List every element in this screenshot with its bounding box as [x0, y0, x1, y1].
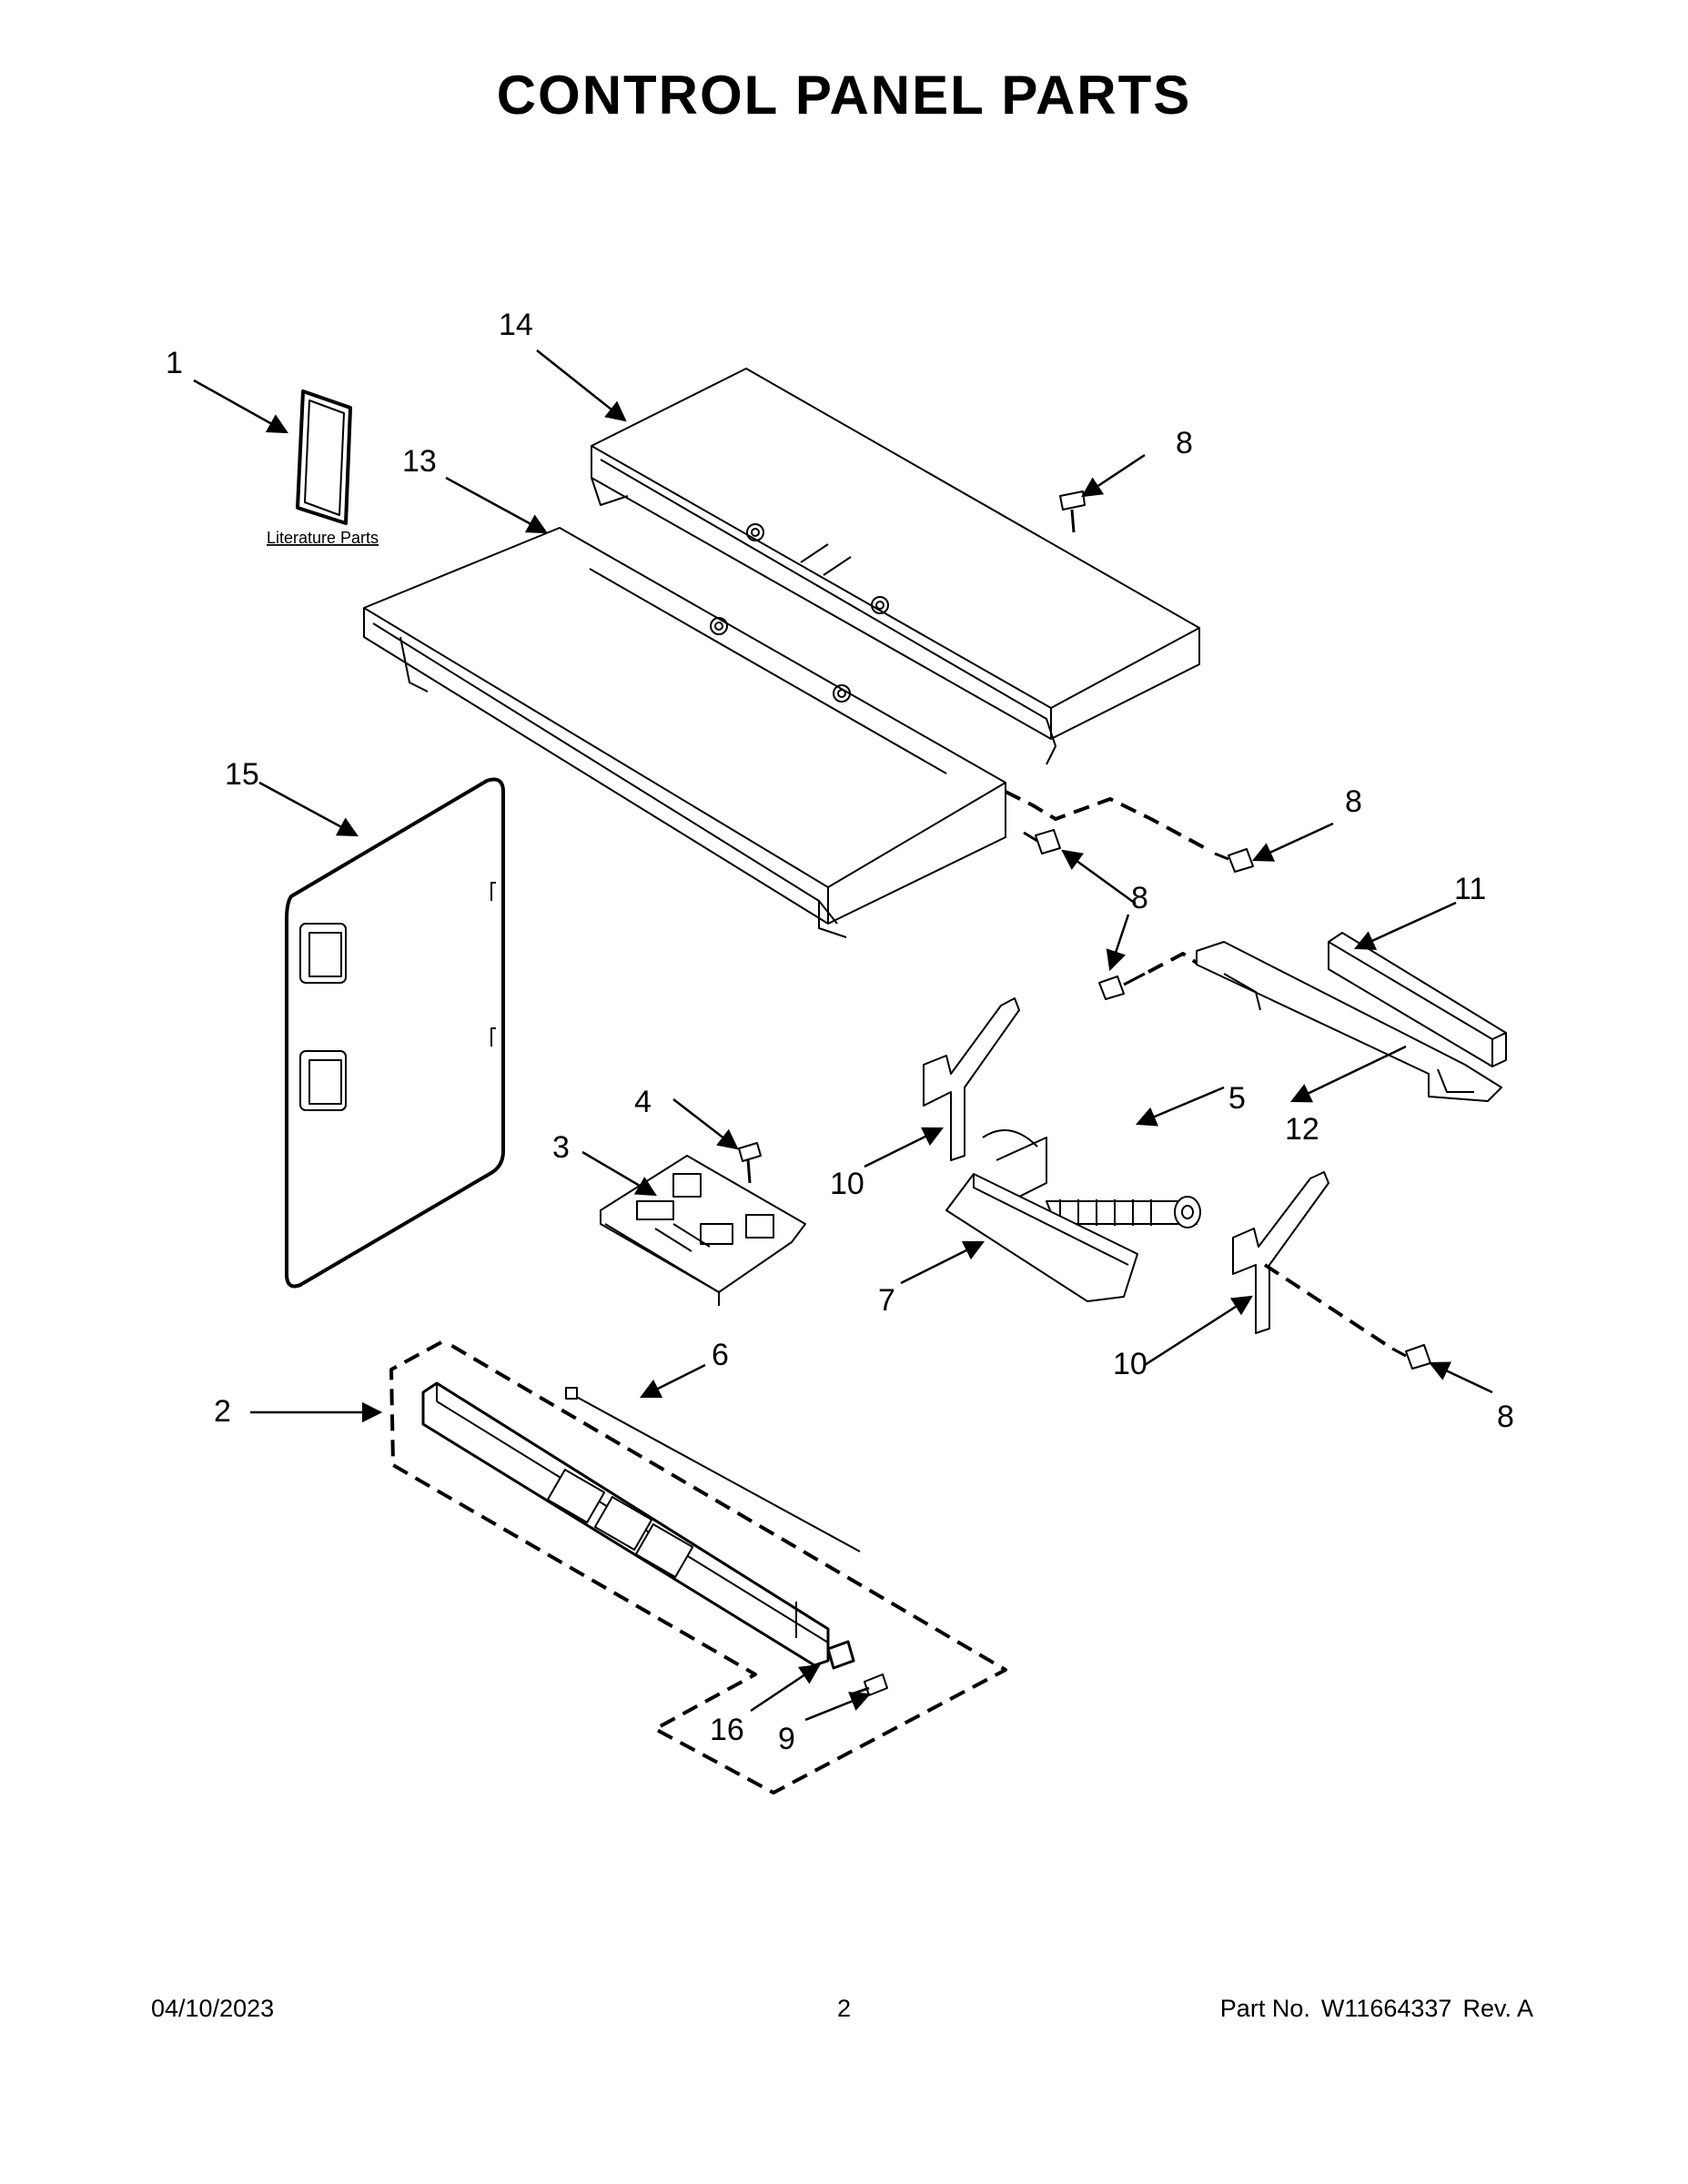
- callout-10-left: 10: [830, 1167, 864, 1201]
- part-number: W11664337: [1320, 1995, 1452, 2022]
- callout-5: 5: [1228, 1081, 1246, 1116]
- callout-8-right: 8: [1345, 784, 1362, 819]
- part-5-blower-fan: [982, 1129, 1201, 1228]
- footer-page-number: 2: [836, 1995, 852, 2022]
- part-8-screw-mid: [1023, 829, 1061, 854]
- page-title: CONTROL PANEL PARTS: [496, 65, 1192, 126]
- part-3-control-board: [600, 1155, 806, 1306]
- footer-date: 04/10/2023: [151, 1995, 275, 2022]
- part-13-chassis-top: [363, 527, 1006, 938]
- part-15-side-panel: [285, 777, 505, 1289]
- leader-arrows: [193, 349, 1493, 1722]
- callout-14: 14: [499, 308, 533, 342]
- part-2-control-panel: [421, 1381, 830, 1667]
- part-8-screw-top: [1059, 490, 1086, 533]
- part-4-screw: [738, 1142, 762, 1184]
- callout-1: 1: [166, 346, 183, 380]
- part-11-strip: [1328, 932, 1507, 1067]
- callout-numbers: 1 14 13 8 15 8 8 11 5 12 4 3 10 7 10 8 2…: [166, 308, 1514, 1756]
- callout-6: 6: [712, 1338, 729, 1372]
- callout-10-right: 10: [1113, 1347, 1147, 1381]
- callout-15: 15: [225, 757, 259, 792]
- part-12-bracket: [1196, 941, 1502, 1102]
- callout-2: 2: [214, 1394, 231, 1429]
- callout-4: 4: [634, 1085, 652, 1119]
- callout-8-top: 8: [1176, 426, 1193, 460]
- callout-11: 11: [1454, 872, 1486, 906]
- part-9-screw: [850, 1673, 888, 1696]
- callout-8-mid: 8: [1131, 881, 1148, 915]
- callout-7: 7: [878, 1283, 895, 1318]
- callout-12: 12: [1285, 1112, 1319, 1147]
- part-14-top-panel: [591, 368, 1200, 765]
- part-8-screw-left: [1098, 972, 1146, 1000]
- part-8-screw-right: [1214, 848, 1254, 873]
- part-10-bracket-right: [1232, 1171, 1329, 1334]
- part-10-bracket-left: [923, 997, 1020, 1161]
- part-16-clip: [826, 1640, 855, 1670]
- callout-3: 3: [552, 1130, 570, 1165]
- callout-8-bottom: 8: [1497, 1400, 1514, 1434]
- revision: Rev. A: [1462, 1995, 1533, 2022]
- footer-part-number: Part No. W11664337 Rev. A: [1209, 1995, 1533, 2023]
- callout-16: 16: [710, 1713, 744, 1747]
- part-label: Part No.: [1219, 1995, 1310, 2022]
- literature-parts-booklet: [296, 389, 352, 525]
- part-6-wire-harness: [565, 1387, 861, 1552]
- literature-parts-label: Literature Parts: [267, 529, 379, 547]
- callout-9: 9: [778, 1722, 795, 1756]
- callout-13: 13: [402, 444, 437, 479]
- part-8-screw-bottom: [1391, 1344, 1431, 1370]
- assembly-dashed-lines: [389, 790, 1394, 1795]
- part-7-shield: [945, 1173, 1138, 1302]
